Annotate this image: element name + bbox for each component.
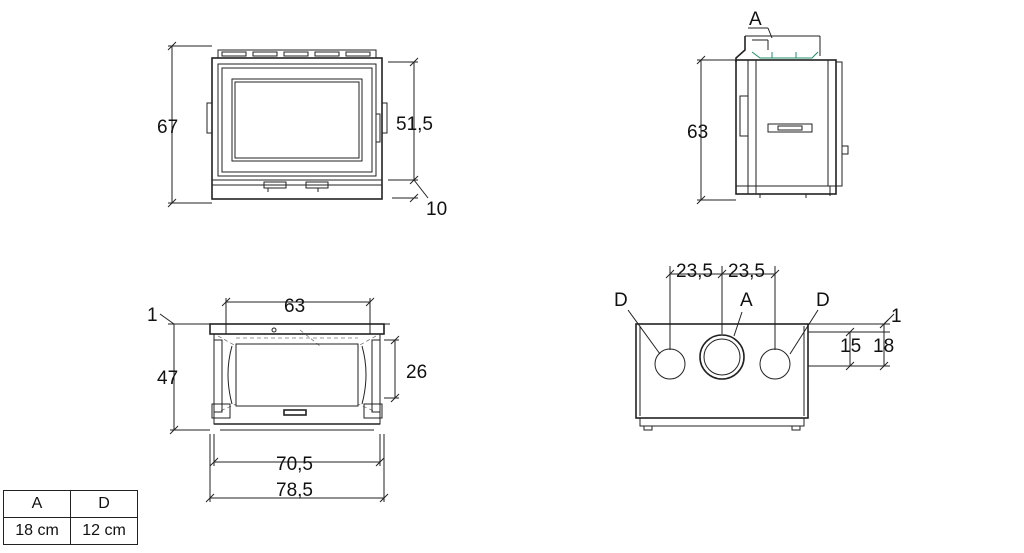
top-inner-depth-label: 26 <box>406 362 427 383</box>
rear-spacing-right-label: 23,5 <box>728 261 765 282</box>
legend-header-a: A <box>3 490 71 518</box>
side-height-label: 63 <box>687 122 708 143</box>
legend-value-a: 18 cm <box>3 517 71 545</box>
top-width-inner-label: 70,5 <box>276 454 313 475</box>
top-inner-width-label: 63 <box>284 296 305 317</box>
top-offset-label: 1 <box>147 305 158 326</box>
front-view <box>167 41 429 208</box>
front-height-inner-label: 51,5 <box>396 114 433 135</box>
rear-label-d-right: D <box>816 290 830 311</box>
front-height-total-label: 67 <box>157 117 178 138</box>
rear-view <box>627 266 895 431</box>
rear-height-18-label: 18 <box>873 336 894 357</box>
legend-value-d: 12 cm <box>70 517 138 545</box>
size-legend-table: A D 18 cm 12 cm <box>3 490 138 545</box>
side-label-a: A <box>749 9 762 30</box>
rear-label-d-left: D <box>614 290 628 311</box>
rear-offset-label: 1 <box>891 306 902 327</box>
rear-spacing-left-label: 23,5 <box>676 261 713 282</box>
legend-header-row: A D <box>3 490 138 518</box>
rear-height-15-label: 15 <box>840 336 861 357</box>
front-bottom-offset-label: 10 <box>426 199 447 220</box>
side-view <box>696 27 849 205</box>
legend-value-row: 18 cm 12 cm <box>3 517 138 545</box>
rear-label-a: A <box>740 290 753 311</box>
legend-header-d: D <box>70 490 138 518</box>
top-depth-label: 47 <box>157 368 178 389</box>
top-view <box>159 297 400 503</box>
top-width-outer-label: 78,5 <box>276 480 313 501</box>
